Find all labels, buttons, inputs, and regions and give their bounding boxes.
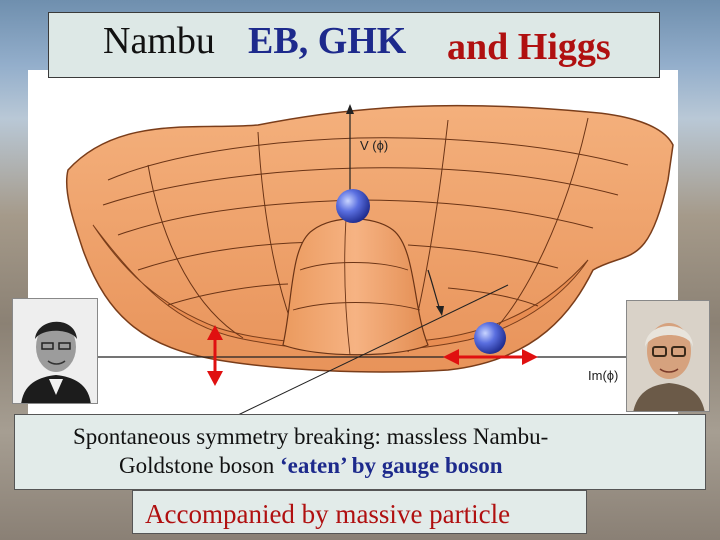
caption-line-2-prefix: Goldstone boson xyxy=(119,453,280,478)
radial-oscillation-arrow xyxy=(207,325,223,386)
title-eb-ghk: EB, GHK xyxy=(248,20,407,62)
ball-bottom xyxy=(474,322,506,354)
central-hump xyxy=(282,218,429,356)
caption-line-2: Goldstone boson ‘eaten’ by gauge boson xyxy=(119,453,503,479)
v-axis-arrowhead xyxy=(346,104,354,114)
caption-box: Spontaneous symmetry breaking: massless … xyxy=(14,414,706,490)
title-nambu: Nambu xyxy=(103,20,215,62)
footer-box: Accompanied by massive particle xyxy=(132,490,587,534)
ball-top xyxy=(336,189,370,223)
potential-diagram-panel: V (ϕ) Im(ϕ) xyxy=(28,70,678,420)
goldstone-mode-arrow xyxy=(443,349,538,365)
nambu-portrait xyxy=(12,298,98,404)
footer-text: Accompanied by massive particle xyxy=(145,499,511,529)
v-axis-label: V (ϕ) xyxy=(360,138,388,153)
title-higgs: and Higgs xyxy=(447,26,611,68)
title-box xyxy=(48,12,660,78)
potential-bowl xyxy=(92,224,589,352)
mexican-hat-potential-diagram: V (ϕ) Im(ϕ) xyxy=(33,104,674,416)
diagonal-axis xyxy=(237,284,509,416)
higgs-portrait xyxy=(626,300,710,412)
caption-eaten-emphasis: ‘eaten’ by gauge boson xyxy=(280,453,503,478)
rolling-arrowhead xyxy=(436,306,444,316)
caption-line-1: Spontaneous symmetry breaking: massless … xyxy=(73,424,549,449)
h-axis-label: Im(ϕ) xyxy=(588,368,618,383)
